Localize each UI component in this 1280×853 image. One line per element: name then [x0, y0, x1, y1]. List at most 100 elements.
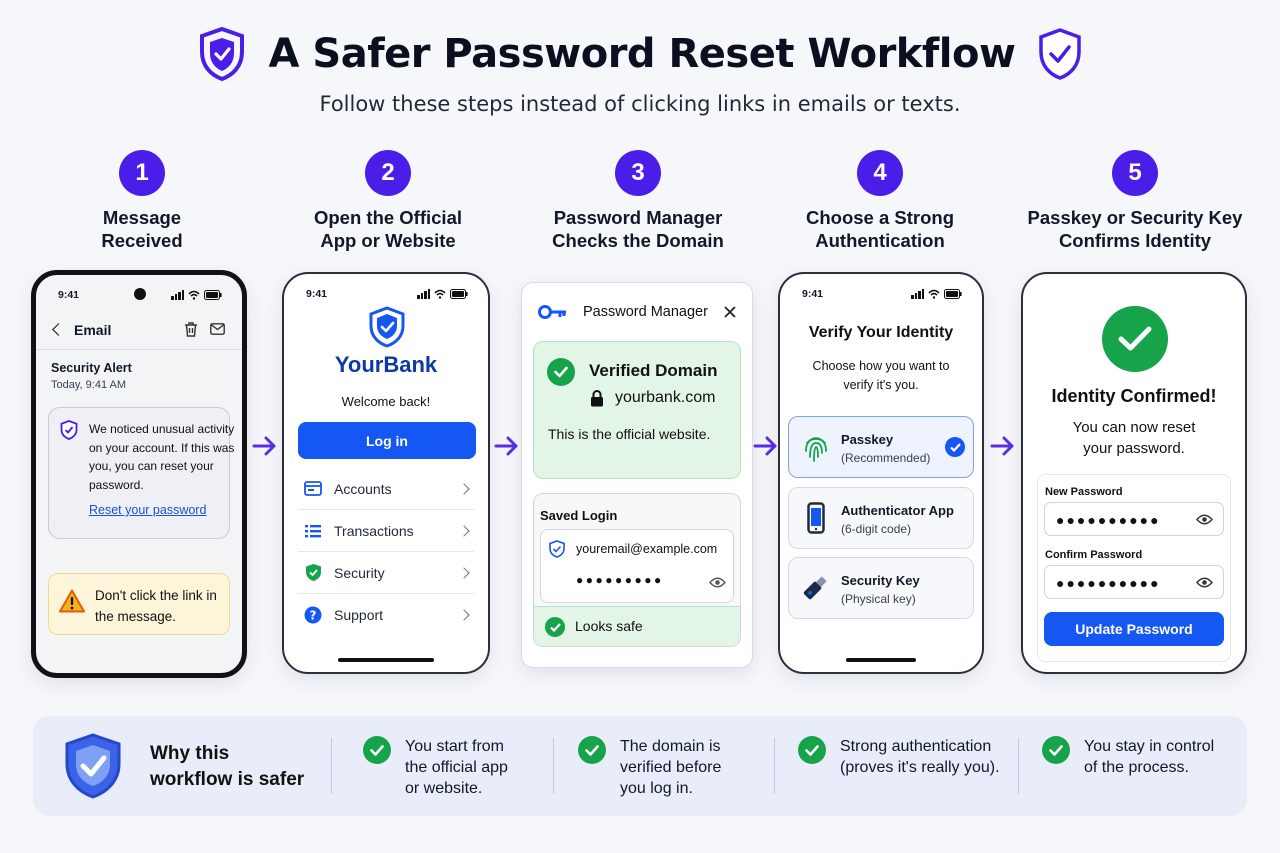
- eye-icon[interactable]: [709, 577, 726, 588]
- auth-option-security-key[interactable]: Security Key (Physical key): [788, 557, 974, 619]
- confirm-password-field[interactable]: ●●●●●●●●●●: [1044, 565, 1224, 599]
- menu-label: Support: [334, 607, 384, 623]
- close-icon[interactable]: [724, 306, 736, 318]
- saved-login-label: Saved Login: [540, 508, 618, 523]
- mail-icon[interactable]: [210, 323, 225, 335]
- status-time: 9:41: [58, 289, 80, 301]
- shield-check-icon: [65, 733, 121, 799]
- welcome-text: Welcome back!: [341, 394, 431, 409]
- saved-credential-card[interactable]: youremail@example.com ●●●●●●●●●: [540, 529, 734, 603]
- step-header-3: 3 Password Manager Checks the Domain: [518, 150, 758, 252]
- arrow-right-icon: [252, 436, 276, 456]
- email-subject: Security Alert: [51, 361, 132, 375]
- chevron-right-icon: [458, 524, 470, 537]
- menu-label: Security: [334, 564, 385, 581]
- svg-text:?: ?: [310, 609, 317, 623]
- list-icon: [305, 524, 321, 537]
- login-button[interactable]: Log in: [298, 422, 476, 459]
- confirm-password-label: Confirm Password: [1045, 549, 1143, 561]
- password-mask: ●●●●●●●●●●: [1056, 575, 1161, 591]
- smartphone-icon: [807, 502, 825, 534]
- step-number: 3: [615, 150, 661, 196]
- password-mask: ●●●●●●●●●●: [1056, 512, 1161, 528]
- wifi-icon: [434, 289, 446, 299]
- email-body-card: We noticed unusual activity on your acco…: [48, 407, 234, 539]
- looks-safe-bar: Looks safe: [534, 606, 740, 646]
- why-safer-heading: Why this workflow is safer: [150, 743, 305, 790]
- step-number: 4: [857, 150, 903, 196]
- page-title: A Safer Password Reset Workflow: [268, 31, 1016, 77]
- new-password-label: New Password: [1045, 486, 1123, 498]
- warning-text: Don't click the link in the message.: [95, 588, 217, 624]
- warning-triangle-icon: [59, 589, 85, 613]
- looks-safe-label: Looks safe: [575, 618, 643, 634]
- check-circle-icon: [578, 736, 606, 764]
- big-check-icon: [1102, 306, 1168, 372]
- saved-email: youremail@example.com: [576, 542, 718, 556]
- status-icons: [417, 289, 468, 299]
- saved-login-box: Saved Login youremail@example.com ●●●●●●…: [533, 493, 741, 647]
- bank-phone: 9:41 YourBank Welcome back! Log in Accou…: [282, 272, 490, 674]
- signal-icon: [417, 289, 430, 299]
- shield-check-icon: [1039, 28, 1082, 80]
- back-chevron-icon[interactable]: [52, 323, 65, 336]
- wifi-icon: [928, 289, 940, 299]
- status-bar: 9:41: [780, 288, 982, 302]
- official-note: This is the official website.: [548, 426, 711, 442]
- check-circle-icon: [547, 358, 575, 386]
- lock-icon: [591, 390, 603, 407]
- menu-item-accounts[interactable]: Accounts: [298, 468, 474, 510]
- update-password-button[interactable]: Update Password: [1044, 612, 1224, 646]
- menu-label: Transactions: [334, 522, 414, 539]
- auth-option-authenticator[interactable]: Authenticator App (6-digit code): [788, 487, 974, 549]
- confirm-phone: Identity Confirmed! You can now reset yo…: [1021, 272, 1247, 674]
- new-password-field[interactable]: ●●●●●●●●●●: [1044, 502, 1224, 536]
- benefit-item: You start from the official app or websi…: [363, 736, 508, 799]
- chevron-right-icon: [458, 609, 470, 621]
- benefit-item: The domain is verified before you log in…: [578, 736, 721, 799]
- menu-item-transactions[interactable]: Transactions: [298, 510, 474, 552]
- header: A Safer Password Reset Workflow: [0, 26, 1280, 82]
- divider: [331, 738, 332, 794]
- auth-option-passkey[interactable]: Passkey (Recommended): [788, 416, 974, 478]
- check-circle-icon: [798, 736, 826, 764]
- divider: [1018, 738, 1019, 794]
- bank-shield-logo-icon: [369, 306, 405, 348]
- wifi-icon: [188, 290, 200, 300]
- confirm-title: Identity Confirmed!: [1051, 386, 1217, 406]
- arrow-right-icon: [753, 436, 777, 456]
- check-circle-icon: [363, 736, 391, 764]
- auth-prompt: Choose how you want to verify it's you.: [812, 359, 950, 392]
- arrow-right-icon: [990, 436, 1014, 456]
- menu-item-support[interactable]: ? Support: [298, 594, 474, 636]
- check-circle-icon: [1042, 736, 1070, 764]
- divider: [553, 738, 554, 794]
- auth-phone: 9:41 Verify Your Identity Choose how you…: [778, 272, 984, 674]
- chevron-right-icon: [458, 566, 470, 579]
- reset-password-link[interactable]: Reset your password: [89, 503, 207, 517]
- step-number: 2: [365, 150, 411, 196]
- auth-option-detail: (Recommended): [841, 451, 931, 465]
- eye-icon[interactable]: [1196, 577, 1213, 588]
- step-header-4: 4 Choose a Strong Authentication: [760, 150, 1000, 252]
- bank-brand: YourBank: [334, 352, 438, 377]
- benefit-text: You stay in control of the process.: [1084, 738, 1215, 776]
- check-circle-icon: [545, 617, 565, 637]
- benefit-text: You start from the official app or websi…: [405, 738, 508, 797]
- step-title: Password Manager Checks the Domain: [552, 207, 724, 251]
- trash-icon[interactable]: [184, 322, 198, 337]
- step-header-2: 2 Open the Official App or Website: [268, 150, 508, 252]
- fingerprint-icon: [805, 437, 827, 462]
- benefit-text: Strong authentication (proves it's reall…: [840, 738, 1000, 776]
- step-number: 1: [119, 150, 165, 196]
- eye-icon[interactable]: [1196, 514, 1213, 525]
- auth-option-detail: (6-digit code): [841, 522, 912, 536]
- auth-option-name: Authenticator App: [841, 503, 954, 518]
- pm-title: Password Manager: [583, 304, 708, 320]
- verified-domain-name: yourbank.com: [615, 389, 716, 406]
- email-timestamp: Today, 9:41 AM: [51, 379, 127, 391]
- confirm-message: You can now reset your password.: [1072, 419, 1196, 457]
- reset-form: New Password ●●●●●●●●●● Confirm Password…: [1037, 474, 1231, 662]
- benefit-text: The domain is verified before you log in…: [620, 738, 722, 797]
- menu-item-security[interactable]: Security: [298, 552, 474, 594]
